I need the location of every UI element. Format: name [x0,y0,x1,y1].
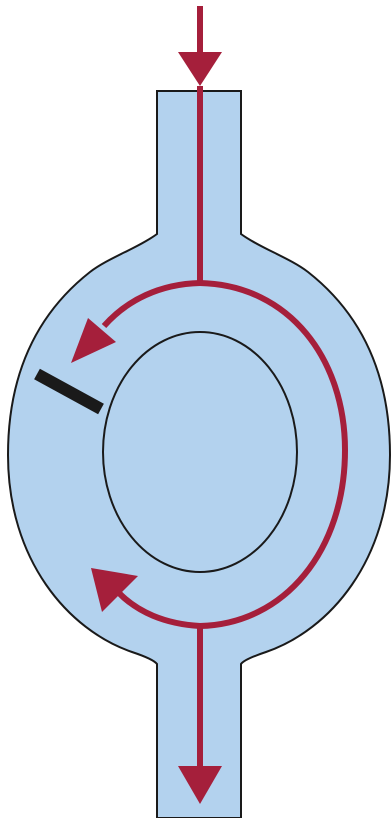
inner-core [103,332,297,572]
